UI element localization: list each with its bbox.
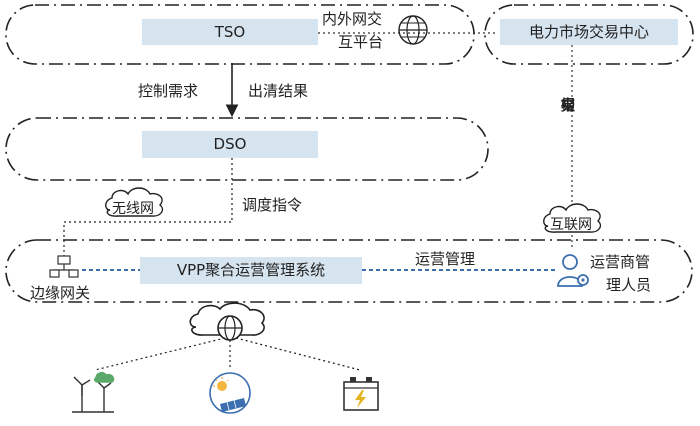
market-layer-frame	[484, 4, 694, 65]
wireless-network-label: 无线网	[112, 201, 154, 217]
vpp-system-box: VPP聚合运营管理系统	[140, 257, 362, 284]
tso-box: TSO	[142, 19, 318, 45]
operator-manager-label-line2: 理人员	[606, 276, 652, 294]
operator-person-icon	[557, 254, 589, 287]
dispatch-command-label: 调度指令	[242, 196, 303, 214]
dso-box: DSO	[142, 131, 318, 158]
internet-label: 互联网	[550, 217, 592, 233]
trade-declare-char: 交	[560, 96, 576, 114]
solar-panel-icon	[209, 372, 251, 414]
operator-manager-label-line1: 运营商管	[590, 253, 651, 271]
network-globe-icon	[217, 315, 243, 341]
link-to-wind	[94, 337, 226, 371]
control-demand-label: 控制需求	[138, 82, 199, 100]
operation-management-label: 运营管理	[415, 250, 476, 268]
dso-layer-frame	[5, 117, 489, 181]
edge-gateway-icon	[49, 255, 79, 278]
trade-declare-char: 易	[560, 96, 576, 114]
edge-gateway-label: 边缘网关	[30, 284, 91, 302]
interaction-platform-label-line1: 内外网交	[322, 10, 383, 28]
trade-declare-char: 报	[560, 96, 576, 114]
internet-cloud-icon	[543, 203, 602, 233]
vpp-layer-frame	[5, 239, 693, 303]
clearing-result-label: 出清结果	[248, 82, 309, 100]
trade-declare-char: 申	[560, 96, 576, 114]
wireless-cloud-icon	[105, 187, 164, 217]
battery-icon	[343, 377, 379, 411]
dispatch-link-line	[63, 158, 233, 262]
market-center-box: 电力市场交易中心	[500, 19, 678, 45]
wind-turbine-icon	[72, 371, 115, 413]
tso-layer-frame	[5, 4, 475, 65]
link-to-battery	[235, 337, 361, 371]
interaction-platform-label-line2: 互平台	[338, 33, 384, 51]
globe-icon	[398, 15, 428, 45]
